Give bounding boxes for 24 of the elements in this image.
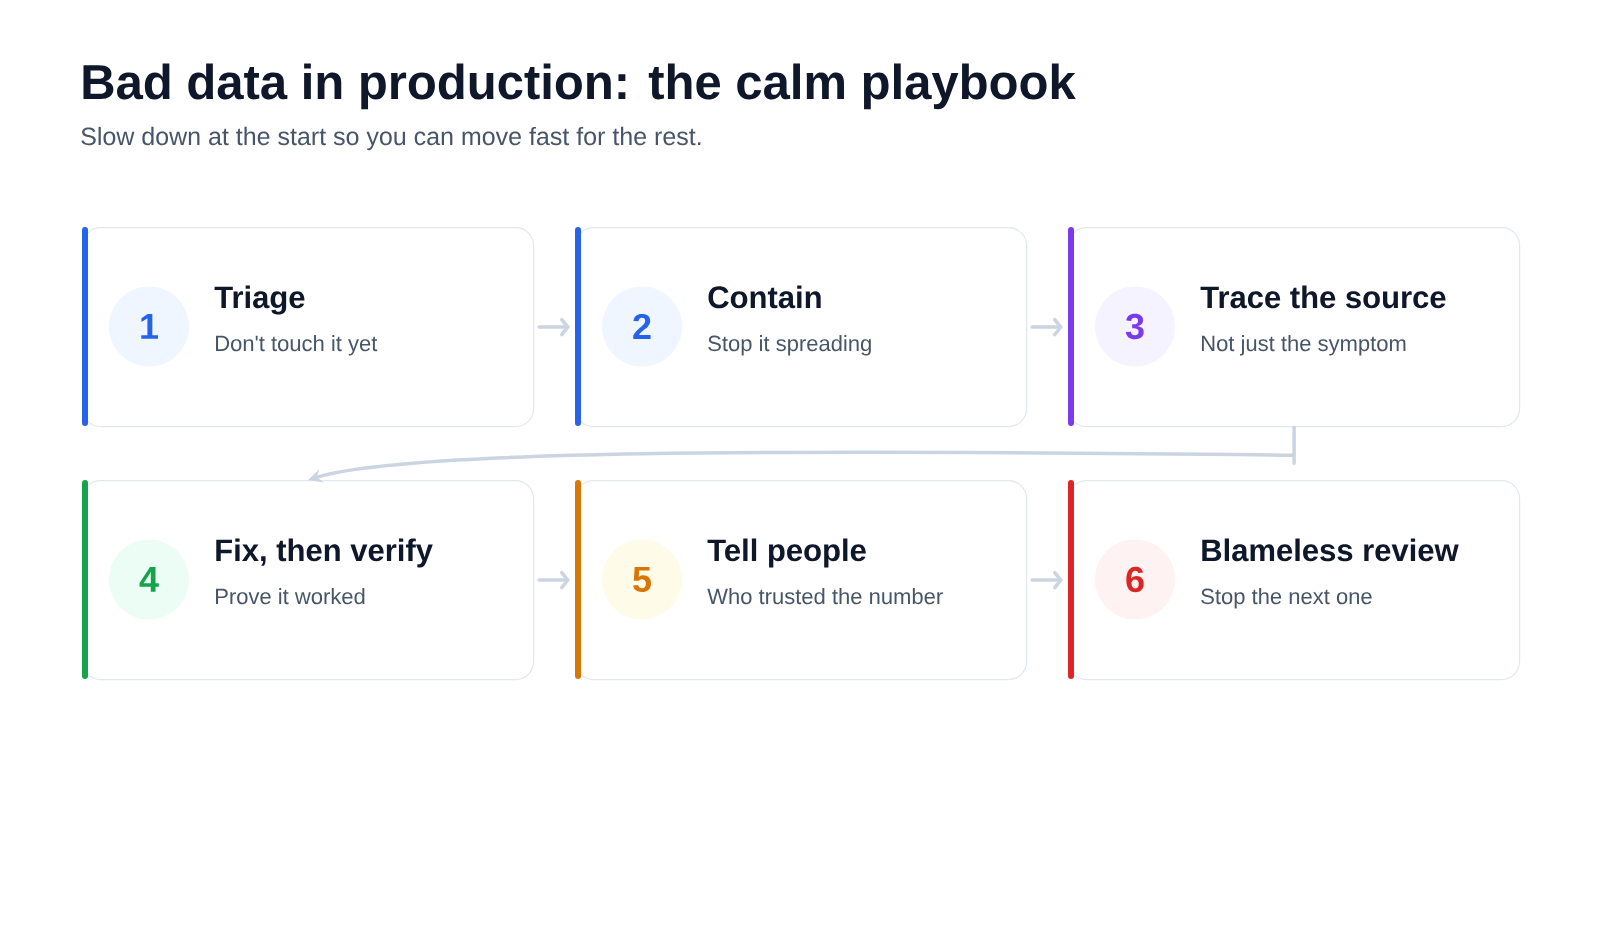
number-badge: 2	[602, 286, 682, 367]
step-title: Trace the source	[1200, 285, 1446, 309]
arrow	[537, 317, 570, 337]
arrow	[537, 570, 570, 590]
step-title: Fix, then verify	[216, 538, 433, 568]
number-badge: 3	[1095, 286, 1175, 367]
arrow	[1030, 317, 1063, 337]
step-description: Stop the next one	[1201, 588, 1372, 609]
step-title: Tell people	[707, 538, 866, 568]
subtitle: Slow down at the start so you can move fast for the rest.	[81, 126, 701, 151]
number-badge: 5	[602, 539, 682, 620]
step-title: Contain	[708, 285, 821, 309]
number-badge: 1	[109, 286, 189, 367]
step-title: Blameless review	[1202, 538, 1459, 562]
number-badge: 6	[1095, 539, 1175, 620]
arrow	[1030, 570, 1063, 590]
step-description: Stop it spreading	[708, 335, 871, 356]
step-description: Prove it worked	[216, 588, 365, 605]
title: Bad data in production: the calm playbook	[83, 63, 1076, 110]
number-badge: 4	[109, 539, 189, 620]
step-title: Triage	[214, 285, 305, 315]
step-description: Don't touch it yet	[216, 335, 378, 356]
step-description: Who trusted the number	[707, 588, 943, 605]
step-description: Not just the symptom	[1202, 335, 1406, 356]
